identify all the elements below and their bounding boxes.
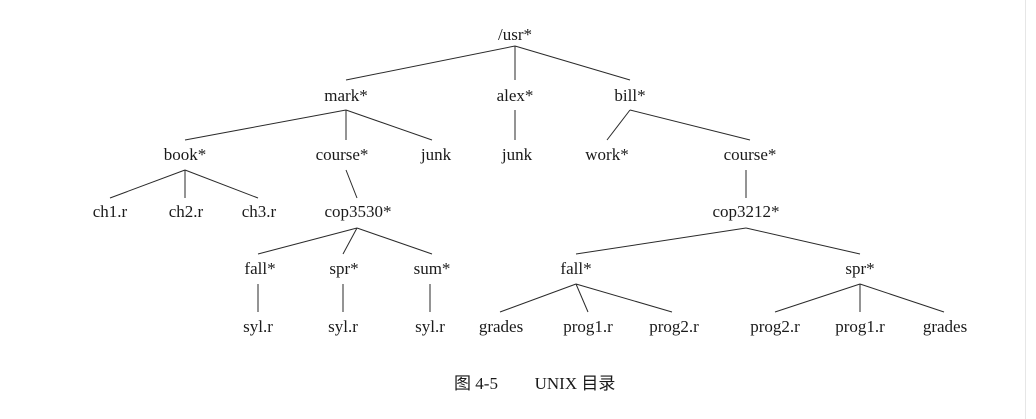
node-alex: alex*	[497, 86, 534, 105]
node-spr-prog1: prog1.r	[835, 317, 885, 336]
node-mark-course: course*	[316, 145, 369, 164]
edge-cop3530-sum	[356, 227, 433, 255]
node-book: book*	[164, 145, 207, 164]
node-fall-prog2: prog2.r	[649, 317, 699, 336]
node-syl-sum: syl.r	[415, 317, 445, 336]
node-ch1: ch1.r	[93, 202, 128, 221]
edge-fall-prog1	[575, 283, 589, 313]
edge-cop3212-spr	[745, 227, 861, 255]
figure-number: 图 4-5	[454, 374, 498, 393]
node-work: work*	[585, 145, 628, 164]
figure-caption: UNIX 目录	[535, 374, 616, 393]
node-fall-3212: fall*	[560, 259, 591, 278]
node-alex-junk: junk	[501, 145, 533, 164]
node-syl-fall: syl.r	[243, 317, 273, 336]
edge-book-ch1	[109, 169, 186, 199]
node-spr-3530: spr*	[329, 259, 358, 278]
edge-cop3530-fall	[257, 227, 358, 255]
node-fall-3530: fall*	[244, 259, 275, 278]
edge-mark-junk	[345, 109, 433, 141]
node-cop3530: cop3530*	[324, 202, 391, 221]
node-ch3: ch3.r	[242, 202, 277, 221]
node-cop3212: cop3212*	[712, 202, 779, 221]
node-spr-prog2: prog2.r	[750, 317, 800, 336]
edge-usr-mark	[345, 45, 516, 81]
node-mark: mark*	[324, 86, 367, 105]
node-spr-3212: spr*	[845, 259, 874, 278]
node-usr: /usr*	[498, 25, 532, 44]
edge-mark-book	[184, 109, 347, 141]
edge-cop3212-fall	[575, 227, 747, 255]
node-fall-grades: grades	[479, 317, 523, 336]
edge-course-cop3530	[345, 169, 358, 199]
node-bill-course: course*	[724, 145, 777, 164]
node-syl-spr: syl.r	[328, 317, 358, 336]
edge-bill-work	[606, 109, 631, 141]
edge-usr-bill	[514, 45, 631, 81]
edge-spr-prog2	[774, 283, 861, 313]
node-mark-junk: junk	[420, 145, 452, 164]
node-bill: bill*	[614, 86, 645, 105]
edge-book-ch3	[184, 169, 259, 199]
node-spr-grades: grades	[923, 317, 967, 336]
node-ch2: ch2.r	[169, 202, 204, 221]
node-fall-prog1: prog1.r	[563, 317, 613, 336]
edge-spr-grades	[859, 283, 945, 313]
edge-cop3530-spr	[342, 227, 358, 255]
page-edge-divider	[1025, 0, 1026, 419]
edge-fall-prog2	[575, 283, 673, 313]
edge-bill-course	[629, 109, 751, 141]
edge-fall-grades	[499, 283, 577, 313]
node-sum-3530: sum*	[414, 259, 451, 278]
